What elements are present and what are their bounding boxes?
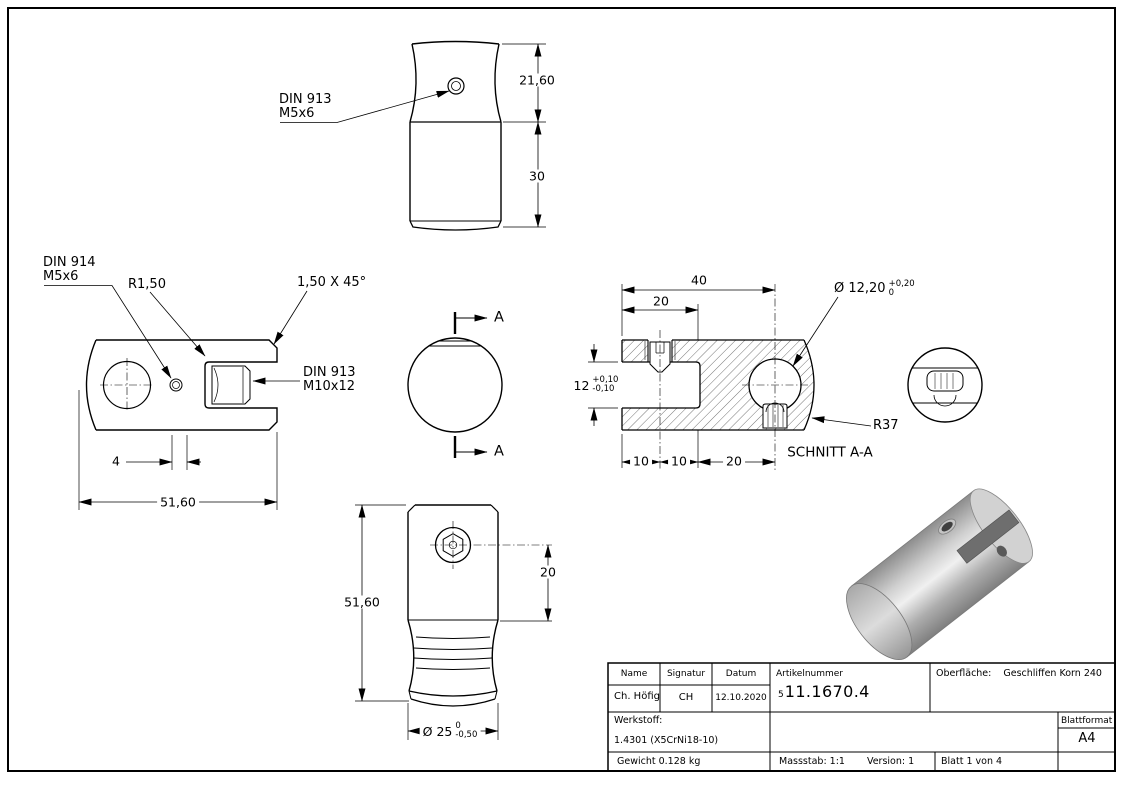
artikelnummer-prefix: 5: [778, 690, 784, 700]
dim-51-60-side: 51,60: [157, 495, 199, 509]
tol-bottom: -0,50: [455, 730, 478, 740]
titleblock-header-name: Name: [620, 669, 648, 679]
view-end-linework: [407, 312, 503, 458]
callout-din913-m5x6: DIN 913 M5x6: [279, 93, 332, 121]
artikelnummer-value: 11.1670.4: [784, 682, 870, 701]
view-detail-linework: [907, 347, 983, 423]
tol-top: +0,20: [888, 279, 915, 289]
callout-r1-50: R1,50: [128, 277, 166, 292]
dim-30: 30: [526, 169, 548, 183]
titleblock-massstab-version: Massstab: 1:1 Version: 1: [779, 757, 914, 767]
titleblock-blatt: Blatt 1 von 4: [941, 756, 1003, 767]
dim-10-a: 10: [630, 454, 652, 468]
view-back-linework: [280, 40, 546, 231]
titleblock-artikelnummer: 5 11.1670.4: [778, 682, 870, 701]
titleblock-header-artikelnummer: Artikelnummer: [776, 669, 843, 679]
callout-line2: M5x6: [279, 106, 315, 121]
dim-20-top: 20: [653, 293, 669, 309]
massstab: Massstab: 1:1: [779, 756, 845, 767]
dim-20-bottom: 20: [723, 454, 745, 468]
sheet-frame: [7, 7, 1116, 772]
dim-r37: R37: [873, 418, 899, 433]
callout-line2: M5x6: [43, 269, 79, 284]
titleblock-header-signatur: Signatur: [666, 669, 706, 679]
dim-21-60: 21,60: [516, 73, 558, 87]
tol-bottom: 0: [888, 288, 895, 298]
dia-main: Ø 25: [422, 723, 453, 739]
dim-main: 12: [573, 377, 590, 393]
titleblock-signatur: CH: [678, 692, 694, 703]
titleblock-blattformat-value: A4: [1078, 731, 1096, 746]
dim-10-b: 10: [668, 454, 690, 468]
callout-din914-m5x6: DIN 914 M5x6: [43, 256, 96, 284]
oberflaeche-value: Geschliffen Korn 240: [1003, 668, 1102, 679]
dia-tolerance: 0 -0,50: [455, 722, 477, 740]
titleblock-gewicht: Gewicht 0.128 kg: [617, 756, 701, 767]
dim-51-60-front: 51,60: [341, 595, 383, 609]
dim-12-slot: 12 +0,10 -0,10: [570, 376, 622, 394]
section-mark-a-top: A: [494, 309, 504, 326]
dia-main: Ø 12,20: [834, 281, 886, 296]
dim-tolerance: +0,10 -0,10: [592, 376, 618, 394]
dim-20-front: 20: [537, 565, 559, 579]
titleblock-header-datum: Datum: [725, 669, 757, 679]
version: Version: 1: [866, 756, 915, 767]
titleblock-datum: 12.10.2020: [715, 693, 767, 703]
callout-din913-m10x12: DIN 913 M10x12: [303, 366, 356, 394]
callout-line1: DIN 914: [43, 255, 96, 270]
dim-dia-12-20: Ø 12,20 +0,20 0: [834, 280, 915, 298]
section-mark-a-bottom: A: [494, 443, 504, 460]
section-title: SCHNITT A-A: [787, 444, 873, 461]
titleblock-grid: [607, 662, 1116, 772]
dim-40: 40: [691, 272, 707, 288]
tol-top: +0,10: [592, 375, 619, 385]
dim-4: 4: [112, 453, 120, 469]
titleblock-werkstoff-label: Werkstoff:: [614, 715, 663, 726]
titleblock-name: Ch. Höfig: [614, 691, 660, 702]
dia-tolerance: +0,20 0: [889, 280, 915, 298]
callout-line2: M10x12: [303, 379, 355, 394]
titleblock-werkstoff-value: 1.4301 (X5CrNi18-10): [614, 735, 719, 746]
callout-chamfer: 1,50 X 45°: [297, 275, 367, 290]
dim-dia-25: Ø 25 0 -0,50: [419, 722, 481, 740]
view-front-linework: [355, 504, 552, 740]
titleblock-blattformat-label: Blattformat: [1061, 716, 1113, 726]
view-section-linework: [588, 284, 872, 470]
titleblock-oberflaeche: Oberfläche: Geschliffen Korn 240: [936, 669, 1102, 679]
callout-line1: DIN 913: [279, 92, 332, 107]
oberflaeche-label: Oberfläche:: [936, 668, 992, 679]
iso-view: [846, 488, 1033, 660]
view-side-linework: [44, 285, 308, 510]
callout-line1: DIN 913: [303, 365, 356, 380]
tol-top: 0: [455, 721, 461, 731]
tol-bottom: -0,10: [592, 384, 615, 394]
